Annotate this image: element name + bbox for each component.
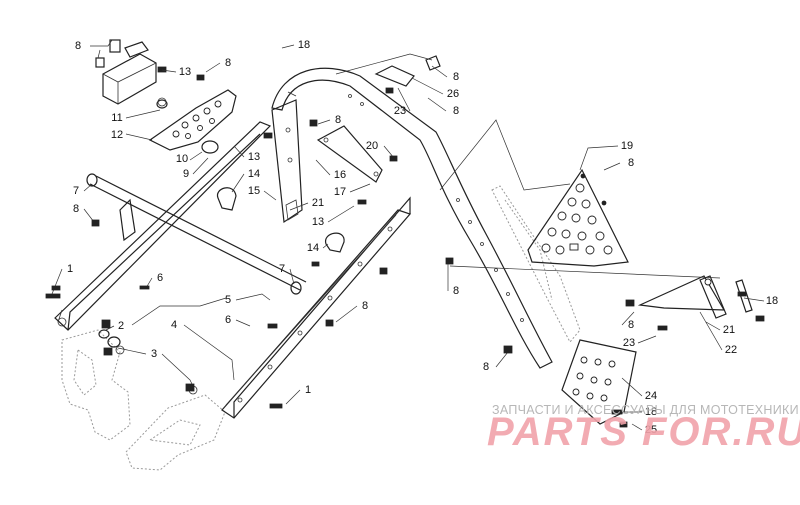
callout-8: 8 xyxy=(628,319,634,331)
clamps xyxy=(216,187,345,253)
callout-1: 1 xyxy=(305,384,311,396)
lower-plate-24 xyxy=(561,339,637,425)
callout-26: 26 xyxy=(447,88,459,100)
right-side-rail xyxy=(221,196,412,419)
callout-13: 13 xyxy=(179,66,191,78)
ghost-bracket xyxy=(491,185,581,343)
callout-8: 8 xyxy=(75,40,81,52)
callout-12: 12 xyxy=(111,129,123,141)
callout-8: 8 xyxy=(225,57,231,69)
callout-3: 3 xyxy=(151,348,157,360)
callout-8: 8 xyxy=(73,203,79,215)
callout-8: 8 xyxy=(483,361,489,373)
callout-18: 18 xyxy=(645,406,657,418)
callout-8: 8 xyxy=(362,300,368,312)
callout-7: 7 xyxy=(73,185,79,197)
callout-6: 6 xyxy=(157,272,163,284)
callout-8: 8 xyxy=(628,157,634,169)
callout-4: 4 xyxy=(171,319,177,331)
callout-9: 9 xyxy=(183,168,189,180)
callout-14: 14 xyxy=(248,168,260,180)
callout-24: 24 xyxy=(645,390,657,402)
switch-box-assembly xyxy=(95,39,167,107)
callout-13: 13 xyxy=(312,216,324,228)
callout-14: 14 xyxy=(307,242,319,254)
callout-21: 21 xyxy=(723,324,735,336)
hardware-bolts-nuts xyxy=(45,74,765,428)
callout-13: 13 xyxy=(248,151,260,163)
mount-plate-with-holes xyxy=(148,89,237,154)
callout-17: 17 xyxy=(334,186,346,198)
callout-5: 5 xyxy=(225,294,231,306)
callout-25: 25 xyxy=(645,424,657,436)
vertical-bracket xyxy=(271,99,303,224)
callout-23: 23 xyxy=(623,337,635,349)
callout-7: 7 xyxy=(279,263,285,275)
front-hoop-tube xyxy=(271,67,553,369)
callout-8: 8 xyxy=(453,71,459,83)
callout-8: 8 xyxy=(453,105,459,117)
callout-18: 18 xyxy=(298,39,310,51)
callout-20: 20 xyxy=(366,140,378,152)
callout-1: 1 xyxy=(67,263,73,275)
small-brackets xyxy=(316,55,441,183)
left-side-rail xyxy=(54,121,272,331)
callout-2: 2 xyxy=(118,320,124,332)
callout-10: 10 xyxy=(176,153,188,165)
watermark-tagline: ЗАПЧАСТИ И АКСЕССУАРЫ ДЛЯ МОТОТЕХНИКИ xyxy=(492,403,799,417)
callout-16: 16 xyxy=(334,169,346,181)
callout-21: 21 xyxy=(312,197,324,209)
triangular-plate-19 xyxy=(527,168,629,267)
leader-lines xyxy=(51,39,765,431)
callout-11: 11 xyxy=(111,112,122,124)
callout-15: 15 xyxy=(248,185,260,197)
front-crossbar xyxy=(86,173,307,295)
gusset-plate-22 xyxy=(637,275,753,319)
callout-8: 8 xyxy=(335,114,341,126)
watermark-logo: PARTS FOR.RU xyxy=(487,410,800,454)
callout-23: 23 xyxy=(394,105,406,117)
callout-19: 19 xyxy=(621,140,633,152)
callout-6: 6 xyxy=(225,314,231,326)
callout-22: 22 xyxy=(725,344,737,356)
rear-frame-outline xyxy=(61,329,226,471)
callout-18: 18 xyxy=(766,295,778,307)
callout-8: 8 xyxy=(453,285,459,297)
